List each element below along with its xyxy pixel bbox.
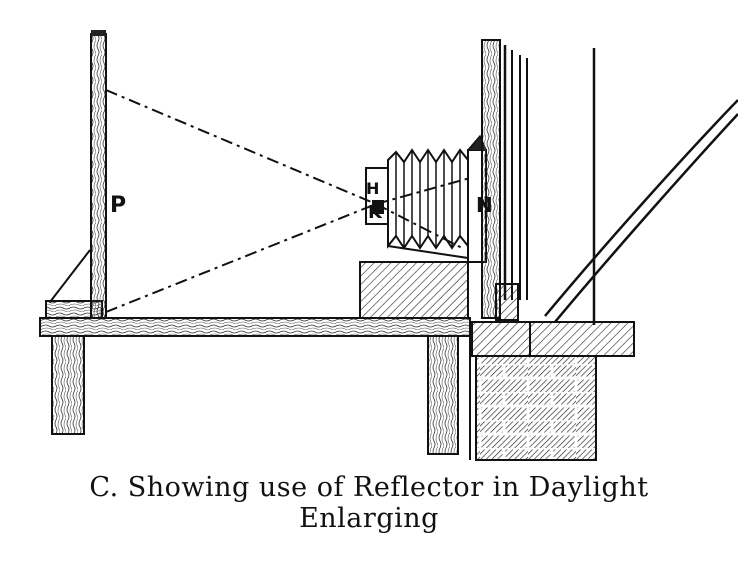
caption-line-2: Enlarging [299,503,439,534]
label-k: K [368,202,383,223]
easel-board-p [90,30,107,319]
caption-line-1: C. Showing use of Reflector in Daylight [89,472,649,503]
camera-support-block [359,261,469,319]
left-table-leg [51,335,85,435]
table-top [39,317,471,337]
figure-caption: C. Showing use of Reflector in Daylight … [0,472,738,534]
label-p: P [110,193,126,218]
camera-bellows [387,148,469,259]
enlarging-apparatus-illustration: P H K N [39,30,738,461]
projection-rays [105,89,471,313]
right-table-leg [427,335,459,455]
brick-wall [469,336,597,461]
label-h: H [366,179,379,198]
label-n: N [476,193,493,217]
window-sill [471,321,635,357]
reflector [544,99,738,323]
window-frame [481,39,596,325]
